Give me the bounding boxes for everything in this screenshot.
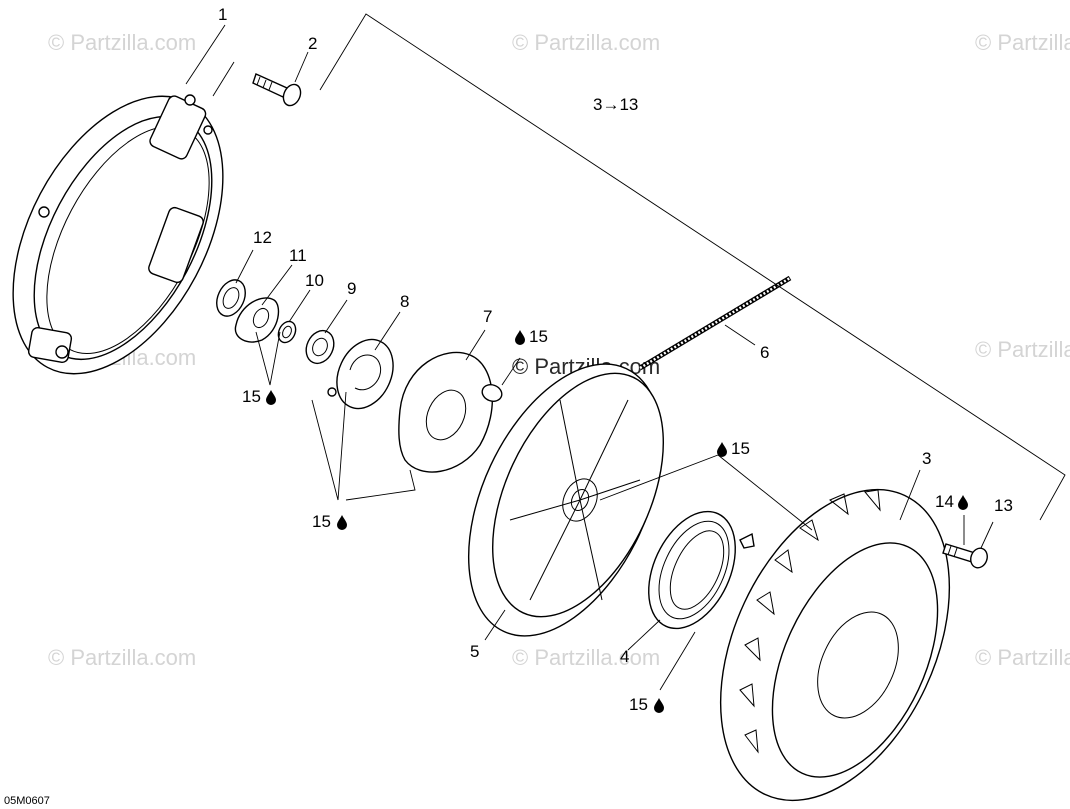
- callout-labels: 1 2 3→13 12 11 10 9 8 7 15 6 15 15 15 3 …: [4, 5, 1013, 807]
- callout-15-b: 15: [242, 387, 261, 406]
- callout-10: 10: [305, 271, 324, 290]
- callout-15-c: 15: [312, 512, 331, 531]
- callout-9: 9: [347, 279, 356, 298]
- part-10-washer: [277, 320, 297, 344]
- callout-15-d: 15: [731, 439, 750, 458]
- callout-14: 14: [935, 492, 954, 511]
- callout-11: 11: [289, 246, 307, 265]
- part-9-bushing: [305, 329, 335, 365]
- watermark-mid-right: © Partzilla.com: [975, 337, 1070, 362]
- diagram-code: 05M0607: [4, 795, 50, 807]
- callout-8: 8: [400, 292, 409, 311]
- watermark-top-right: © Partzilla.com: [975, 30, 1070, 55]
- callout-5: 5: [470, 642, 479, 661]
- part-13-bolt: [942, 543, 988, 569]
- part-5-pulley: [467, 363, 665, 637]
- grease-drop-icon: [654, 698, 664, 713]
- part-1-mounting-ring: [12, 94, 224, 375]
- watermark-bottom-center: © Partzilla.com: [512, 645, 660, 670]
- part-3-housing: [719, 488, 951, 802]
- grease-drop-icon: [958, 495, 968, 510]
- callout-1: 1: [218, 5, 227, 24]
- callout-3: 3: [922, 449, 931, 468]
- watermark-top-center: © Partzilla.com: [512, 30, 660, 55]
- callout-15-e: 15: [629, 695, 648, 714]
- grease-drop-icon: [337, 515, 347, 530]
- callout-7: 7: [483, 307, 492, 326]
- watermark-bottom-right: © Partzilla.com: [975, 645, 1070, 670]
- grease-drop-icon: [515, 330, 525, 345]
- callout-3-13: 3→13: [593, 95, 638, 114]
- watermark-bottom-left: © Partzilla.com: [48, 645, 196, 670]
- callout-4: 4: [620, 647, 629, 666]
- part-2-bolt: [252, 73, 302, 107]
- grease-drop-icon: [266, 390, 276, 405]
- part-8-pawl: [327, 338, 394, 410]
- callout-6: 6: [760, 343, 769, 362]
- callout-2: 2: [308, 34, 317, 53]
- part-6-rope: [638, 275, 792, 371]
- part-7-cam: [398, 351, 503, 473]
- callout-15-a: 15: [529, 327, 548, 346]
- leader-lines: [185, 13, 1066, 691]
- part-11-plate: [234, 297, 280, 343]
- part-4-recoil-spring: [648, 510, 755, 630]
- callout-13: 13: [994, 496, 1013, 515]
- callout-12: 12: [253, 228, 272, 247]
- grease-drop-icon: [717, 442, 727, 457]
- watermark-top-left: © Partzilla.com: [48, 30, 196, 55]
- part-12-circlip: [216, 279, 246, 317]
